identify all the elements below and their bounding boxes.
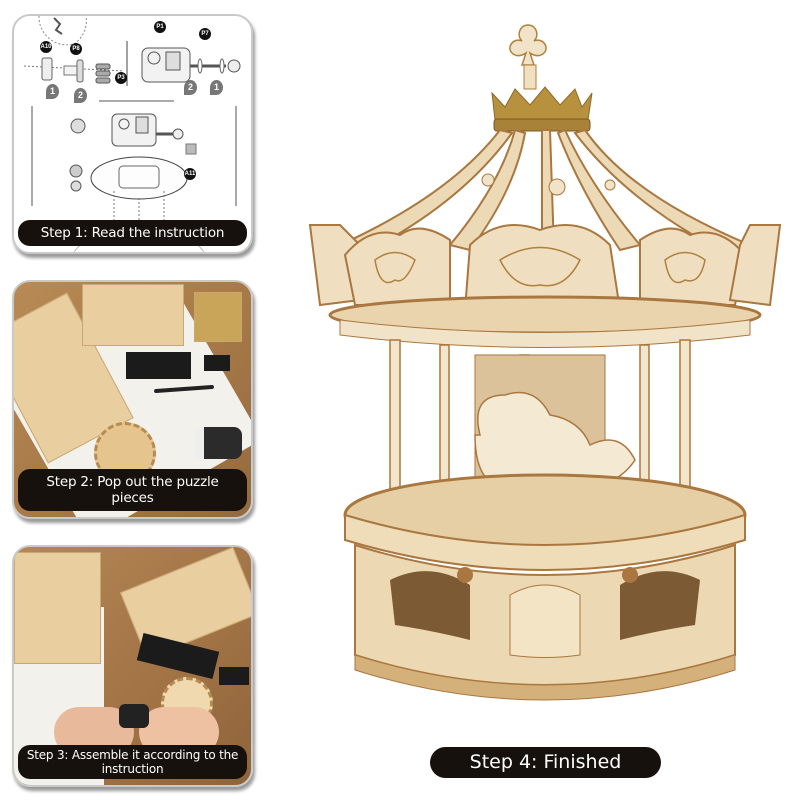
step-3-caption: Step 3: Assemble it according to the ins…	[18, 745, 247, 779]
part-label-p3: P3	[115, 72, 127, 84]
part-label-a10: A10	[40, 41, 52, 53]
qr-card	[126, 352, 191, 379]
music-box-movement	[194, 427, 242, 459]
step-number: 1	[46, 84, 59, 99]
step-number: 2	[74, 88, 87, 103]
step-2-panel: Step 2: Pop out the puzzle pieces	[12, 280, 253, 519]
finial-icon	[509, 24, 547, 90]
finished-carousel-image	[308, 24, 782, 701]
step-number: 1	[210, 80, 223, 95]
step-3-panel: Step 3: Assemble it according to the ins…	[12, 545, 253, 787]
instruction-diagram	[23, 16, 241, 252]
wood-puzzle-sheet	[119, 547, 251, 660]
wood-puzzle-sheet	[14, 552, 101, 664]
sandpaper	[219, 667, 249, 685]
part-label-p8: P8	[70, 43, 82, 55]
step-4-caption: Step 4: Finished	[430, 747, 661, 778]
part-label-p1: P1	[154, 21, 166, 33]
sandpaper	[204, 355, 230, 371]
step-1-caption: Step 1: Read the instruction	[18, 220, 247, 246]
step-number: 2	[184, 80, 197, 95]
wood-puzzle-sheet	[82, 284, 184, 346]
step-2-caption: Step 2: Pop out the puzzle pieces	[18, 469, 247, 511]
part-label-a11: A11	[184, 168, 196, 180]
step-1-panel: A10 P8 P3 P1 P7 A11 1 2 2 1 Step 1: Read…	[12, 14, 253, 254]
part-label-p7: P7	[199, 28, 211, 40]
gold-sheet	[194, 292, 242, 342]
music-box-movement	[119, 704, 149, 728]
